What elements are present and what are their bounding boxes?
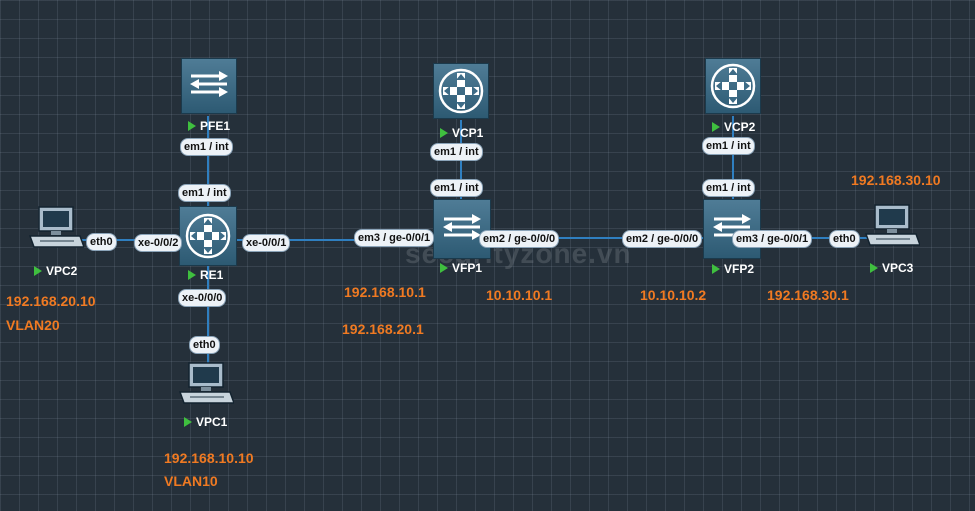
device-label-vcp1: VCP1 bbox=[440, 126, 483, 140]
port-re1-xe001[interactable]: xe-0/0/1 bbox=[242, 234, 291, 252]
port-vcp2-em1[interactable]: em1 / int bbox=[702, 137, 755, 155]
router-icon bbox=[710, 63, 756, 109]
ip-vfp2-core: 10.10.10.2 bbox=[640, 287, 707, 303]
port-vfp2-em2[interactable]: em2 / ge-0/0/0 bbox=[622, 230, 703, 248]
ip-vpc3: 192.168.30.10 bbox=[851, 172, 941, 188]
ip-vfp1-core: 10.10.10.1 bbox=[486, 287, 553, 303]
pc-icon bbox=[28, 206, 84, 248]
device-label-vpc3: VPC3 bbox=[870, 261, 913, 275]
ip-gateway-vlan20: 192.168.20.1 bbox=[342, 321, 424, 337]
vlan-vpc1: VLAN10 bbox=[164, 473, 218, 489]
port-vfp2-em1[interactable]: em1 / int bbox=[702, 179, 755, 197]
device-re1[interactable] bbox=[179, 206, 237, 266]
ip-gateway-vlan10: 192.168.10.1 bbox=[344, 284, 426, 300]
port-vpc2-eth0[interactable]: eth0 bbox=[86, 233, 117, 251]
port-vcp1-em1[interactable]: em1 / int bbox=[430, 143, 483, 161]
port-re1-em1[interactable]: em1 / int bbox=[178, 184, 231, 202]
port-re1-xe002[interactable]: xe-0/0/2 bbox=[134, 234, 183, 252]
device-vfp1[interactable] bbox=[433, 199, 491, 259]
switch-icon bbox=[443, 214, 481, 240]
device-vpc1[interactable] bbox=[178, 361, 234, 409]
port-vfp1-em1[interactable]: em1 / int bbox=[430, 179, 483, 197]
device-label-vpc2: VPC2 bbox=[34, 264, 77, 278]
device-label-vfp2: VFP2 bbox=[712, 262, 754, 276]
ip-vpc2: 192.168.20.10 bbox=[6, 293, 96, 309]
port-vpc3-eth0[interactable]: eth0 bbox=[829, 230, 860, 248]
device-label-vcp2: VCP2 bbox=[712, 120, 755, 134]
ip-gateway-vlan30: 192.168.30.1 bbox=[767, 287, 849, 303]
port-vfp1-em2[interactable]: em2 / ge-0/0/0 bbox=[479, 230, 560, 248]
device-vcp2[interactable] bbox=[705, 58, 761, 114]
pc-icon bbox=[864, 204, 920, 246]
pc-icon bbox=[178, 362, 234, 404]
device-label-pfe1: PFE1 bbox=[188, 119, 230, 133]
device-label-vfp1: VFP1 bbox=[440, 261, 482, 275]
vlan-vpc2: VLAN20 bbox=[6, 317, 60, 333]
port-vfp1-em3[interactable]: em3 / ge-0/0/1 bbox=[354, 229, 435, 247]
ip-vpc1: 192.168.10.10 bbox=[164, 450, 254, 466]
router-icon bbox=[438, 68, 484, 114]
port-re1-xe000[interactable]: xe-0/0/0 bbox=[178, 289, 227, 307]
device-label-re1: RE1 bbox=[188, 268, 223, 282]
switch-icon bbox=[190, 71, 228, 97]
router-icon bbox=[185, 213, 231, 259]
port-vpc1-eth0[interactable]: eth0 bbox=[189, 336, 220, 354]
device-vpc3[interactable] bbox=[864, 203, 920, 251]
port-pfe1-em1[interactable]: em1 / int bbox=[180, 138, 233, 156]
device-pfe1[interactable] bbox=[181, 58, 237, 114]
device-vpc2[interactable] bbox=[28, 205, 84, 253]
device-vfp2[interactable] bbox=[703, 199, 761, 259]
device-vcp1[interactable] bbox=[433, 63, 489, 119]
port-vfp2-em3[interactable]: em3 / ge-0/0/1 bbox=[732, 230, 813, 248]
device-label-vpc1: VPC1 bbox=[184, 415, 227, 429]
